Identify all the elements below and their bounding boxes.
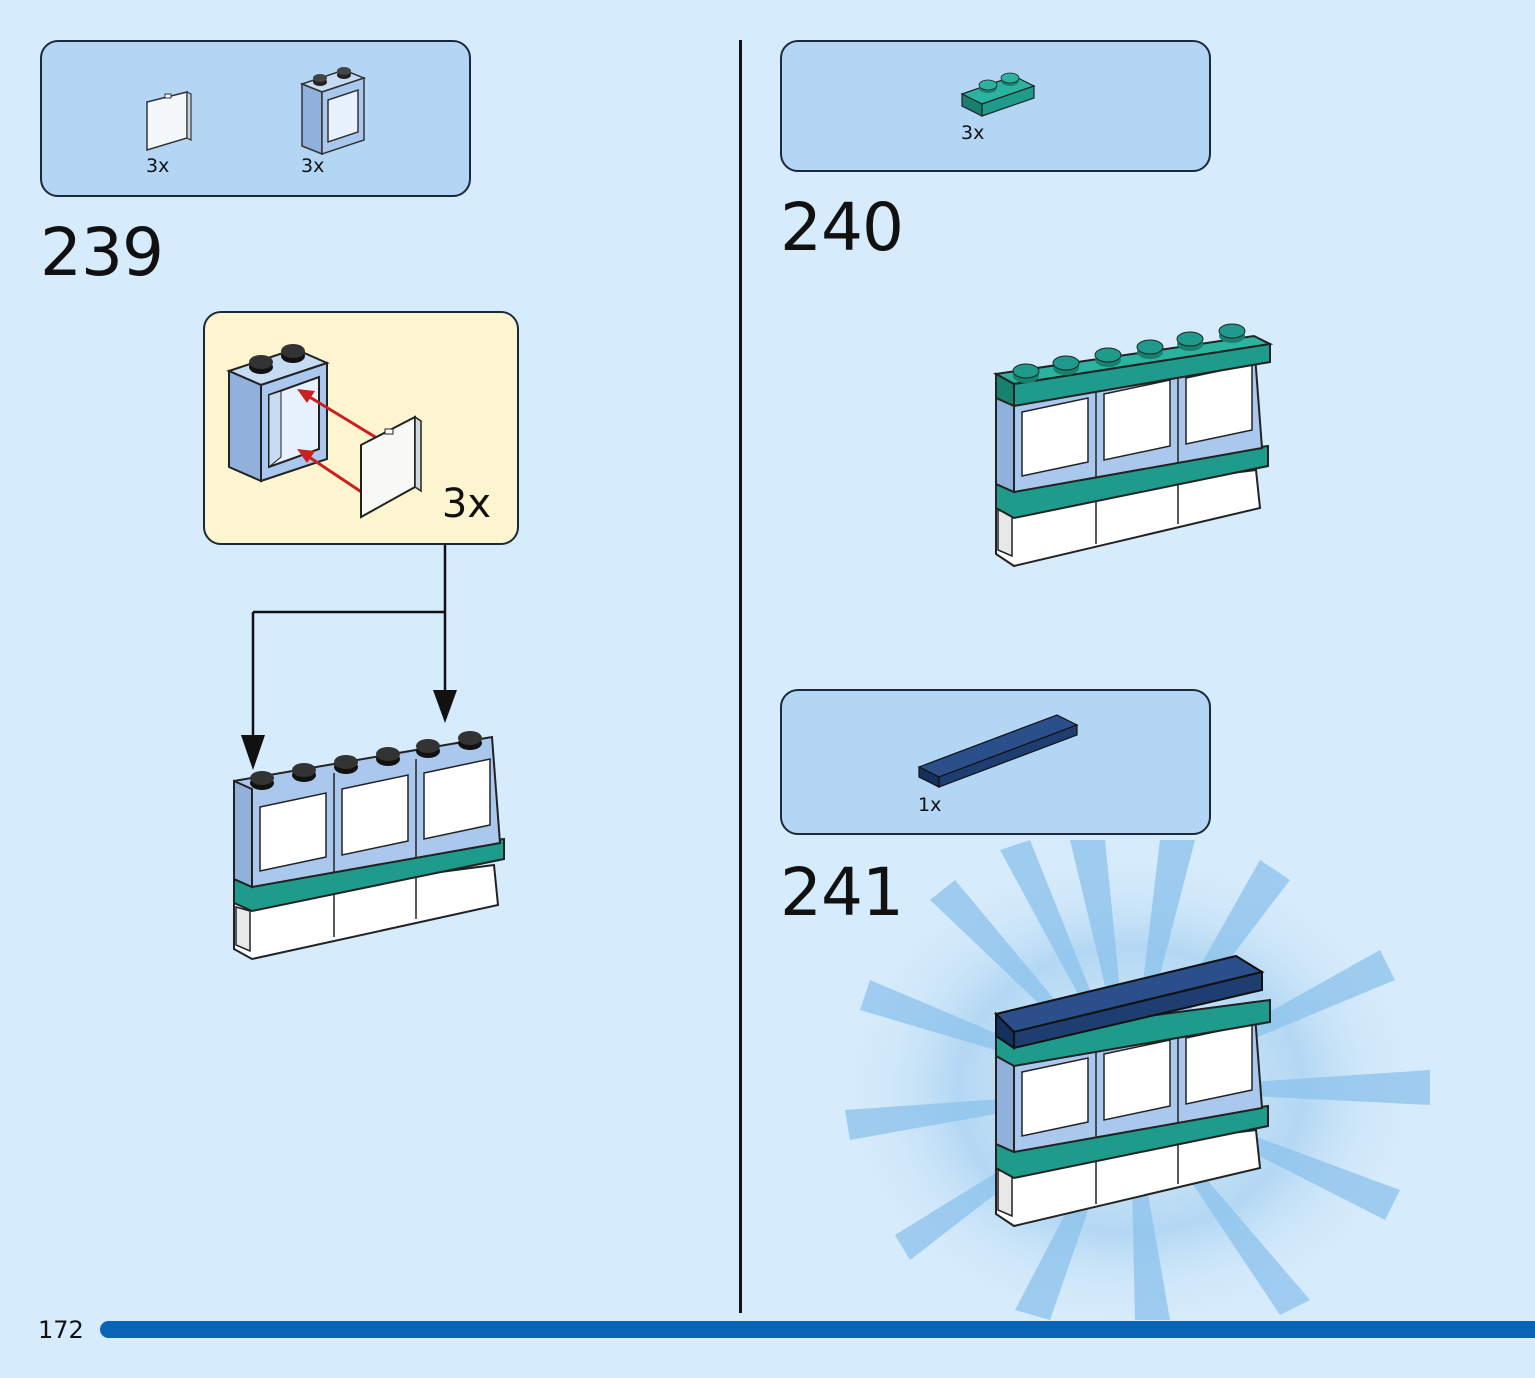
step-number-241: 241 xyxy=(780,854,904,931)
window-frame-icon xyxy=(299,67,367,156)
callout-qty: 3x xyxy=(441,481,491,527)
sub-assembly-callout: 3x xyxy=(203,311,519,545)
step-number-239: 239 xyxy=(40,214,164,291)
page-number: 172 xyxy=(38,1316,84,1344)
window-glass-icon xyxy=(146,91,192,152)
part-qty: 3x xyxy=(301,155,325,177)
parts-box-240: 3x xyxy=(780,40,1211,172)
page-divider xyxy=(739,40,742,1313)
teal-plate-icon xyxy=(960,72,1036,117)
wall-assembly-241 xyxy=(994,954,1271,1228)
progress-bar xyxy=(100,1321,1535,1338)
wall-assembly-240 xyxy=(992,323,1274,568)
callout-connector-arrows xyxy=(241,545,457,770)
part-qty: 3x xyxy=(961,122,985,144)
part-qty: 3x xyxy=(146,155,170,177)
wall-assembly-239 xyxy=(233,731,505,961)
parts-box-239: 3x 3x xyxy=(40,40,471,197)
step-number-240: 240 xyxy=(780,189,904,266)
dark-blue-tile-icon xyxy=(917,714,1079,788)
parts-box-241: 1x xyxy=(780,689,1211,835)
part-qty: 1x xyxy=(918,794,942,816)
frame-assembly-illustration xyxy=(226,344,422,519)
